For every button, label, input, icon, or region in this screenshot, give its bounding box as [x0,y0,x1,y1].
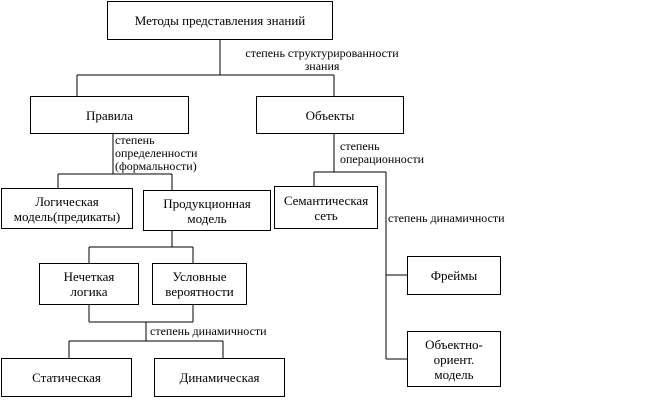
node-fuzzy: Нечеткая логика [39,263,139,305]
label-structuring: степень структурированности знания [245,46,399,73]
node-root: Методы представления знаний [107,1,333,40]
label-operationality: степень операционности [340,139,425,166]
node-objects: Объекты [256,96,404,134]
node-frames: Фреймы [407,256,501,295]
node-dynamic: Динамическая [154,358,285,397]
node-static: Статическая [1,358,132,397]
label-dynamism-left: степень динамичности [150,324,267,338]
node-oo: Объектно- ориент. модель [407,331,501,387]
node-semantic: Семантическая сеть [274,186,378,229]
node-rules: Правила [30,96,189,134]
label-formality: степень определенности (формальности) [115,133,198,173]
label-dynamism-right: степень динамичности [388,211,505,225]
node-conditional: Условные вероятности [152,263,247,305]
node-logic: Логическая модель(предикаты) [1,188,133,229]
node-production: Продукционная модель [143,190,271,231]
